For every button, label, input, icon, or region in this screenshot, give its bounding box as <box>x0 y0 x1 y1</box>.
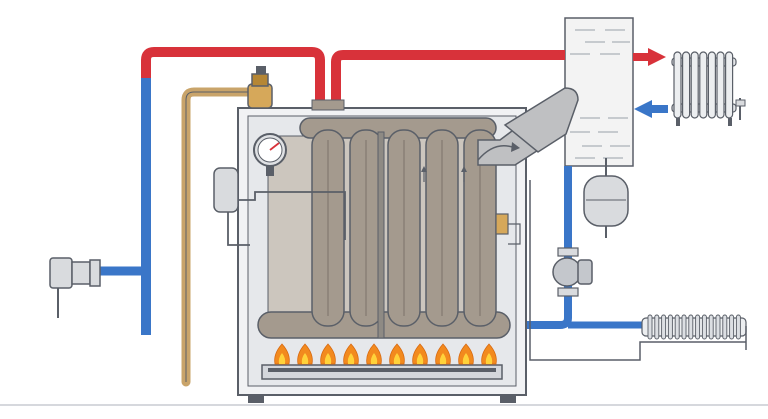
sensor-body <box>495 213 509 235</box>
temperature-sensor-icon <box>495 213 521 245</box>
chimney-wall <box>564 17 634 167</box>
flue-arrow-head <box>511 142 520 152</box>
radiator-fin <box>673 51 682 119</box>
return-line-thin <box>529 180 746 361</box>
tank-body <box>583 175 629 227</box>
floor-heater-icon <box>641 314 747 350</box>
flame-core <box>416 353 424 364</box>
flue-pipe <box>477 87 579 166</box>
gas-valve-plate <box>49 257 73 289</box>
gas-valve-icon <box>49 257 101 318</box>
flame-core <box>347 353 355 364</box>
gauge-stem <box>266 166 274 176</box>
pump-coupling-top <box>557 247 579 257</box>
pump-housing <box>552 257 582 287</box>
thermostat-icon <box>213 167 346 246</box>
hot-supply-pipe-right <box>331 50 565 104</box>
pump-coupling-bottom <box>557 287 579 297</box>
floor-heater-fin <box>681 314 687 340</box>
radiator-leg-left <box>676 118 680 126</box>
floor-heater-fin <box>695 314 701 340</box>
exchanger-divider <box>377 131 385 339</box>
burner <box>261 343 503 380</box>
floor-heater-fin <box>654 314 660 340</box>
flame-core <box>462 353 470 364</box>
radiator-leg-right <box>728 118 732 126</box>
boiler-foot-right <box>500 395 516 403</box>
floor-heater-fin <box>715 314 721 340</box>
radiator-valve-icon <box>735 99 746 107</box>
valve-handle <box>256 66 266 74</box>
thermostat-box <box>213 167 239 213</box>
valve-body <box>247 83 273 109</box>
floor-heater-fin <box>701 314 707 340</box>
supply-outlet-stub <box>311 99 345 111</box>
floor-heater-fin <box>674 314 680 340</box>
hot-supply-pipe-left <box>141 47 325 104</box>
flame-core <box>485 353 493 364</box>
thermostat-capillary <box>227 191 346 246</box>
pressure-gauge-icon <box>253 133 287 176</box>
radiator-fin <box>707 51 717 119</box>
floor-heater-fin <box>722 314 728 340</box>
burner-rail <box>268 368 496 372</box>
radiator-fin <box>681 51 691 119</box>
brick-pattern <box>570 29 630 159</box>
heat-exchanger <box>257 117 511 339</box>
radiator-icon <box>671 51 746 126</box>
floor-heater-fin <box>688 314 694 340</box>
boiler-foot-left <box>248 395 264 403</box>
radiator-fin <box>690 51 699 119</box>
flue-hood <box>503 87 579 153</box>
gas-pipe-outline <box>185 91 250 382</box>
flame-core <box>301 353 309 364</box>
radiator-fin <box>724 51 734 119</box>
circulation-pump-icon <box>552 247 593 297</box>
gauge-needle <box>269 142 280 151</box>
radiator-fin <box>699 51 708 119</box>
pump-motor <box>577 259 593 285</box>
floor-heater-fin <box>661 314 667 340</box>
flame-core <box>393 353 401 364</box>
floor-heater-fin <box>708 314 714 340</box>
flow-arrow-head <box>421 166 427 172</box>
cold-return-pipe-right <box>505 166 572 329</box>
floor-heater-fin <box>667 314 673 340</box>
brick-wall <box>564 17 634 167</box>
floor-heater-fin <box>647 314 653 340</box>
floor-heater-fin <box>735 314 741 340</box>
valve-cap <box>251 73 269 87</box>
burner-flames <box>274 343 497 365</box>
flame-core <box>370 353 378 364</box>
flow-arrow-head <box>461 166 467 172</box>
flame-core <box>324 353 332 364</box>
hot-flow-arrow-icon <box>648 48 666 66</box>
flame-core <box>439 353 447 364</box>
cold-flow-arrow-icon <box>634 100 652 118</box>
safety-valve-icon <box>247 66 273 109</box>
radiator-fin <box>716 51 725 119</box>
sensor-wire <box>508 223 521 245</box>
expansion-tank-icon <box>583 158 629 238</box>
floor-heater-fin <box>729 314 735 340</box>
gas-valve-body <box>71 261 91 285</box>
flame-core <box>278 353 286 364</box>
gas-valve-flange <box>89 259 101 287</box>
